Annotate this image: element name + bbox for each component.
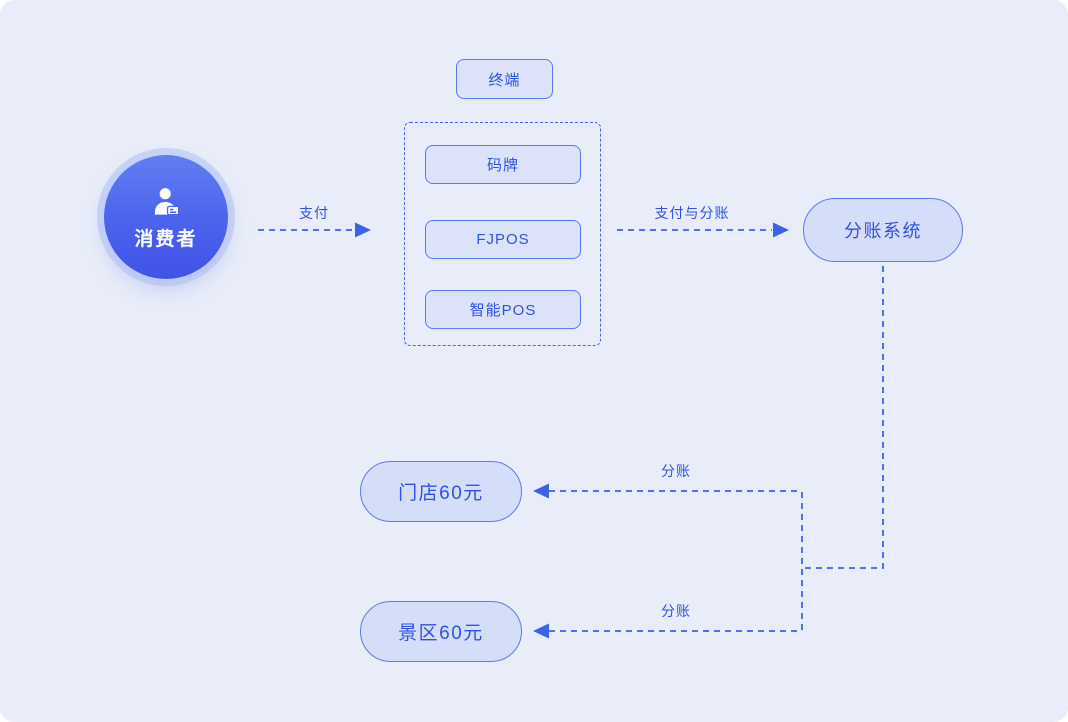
edge-split-store-arrowhead [533,483,549,499]
node-split-system: 分账系统 [803,198,963,262]
terminal-group [404,122,601,346]
consumer-label: 消费者 [134,229,198,250]
node-scenic: 景区60元 [360,601,522,662]
edge-split-trunk-line [802,266,884,569]
edge-label-split-scenic: 分账 [661,603,691,619]
edge-pay-arrowhead [355,222,371,238]
edge-label-split-store: 分账 [661,463,691,479]
edge-pay-split-arrowhead [773,222,789,238]
node-consumer: 消费者 [104,155,228,279]
edge-label-pay: 支付 [299,205,329,221]
person-badge-icon [154,188,180,216]
node-terminal-item-smart-pos: 智能POS [425,290,581,329]
node-terminal-title: 终端 [456,59,553,99]
node-store: 门店60元 [360,461,522,522]
node-terminal-item-qr-plate: 码牌 [425,145,581,184]
node-terminal-item-fjpos: FJPOS [425,220,581,259]
edge-label-pay-split: 支付与分账 [654,205,730,221]
edge-split-scenic-arrowhead [533,623,549,639]
